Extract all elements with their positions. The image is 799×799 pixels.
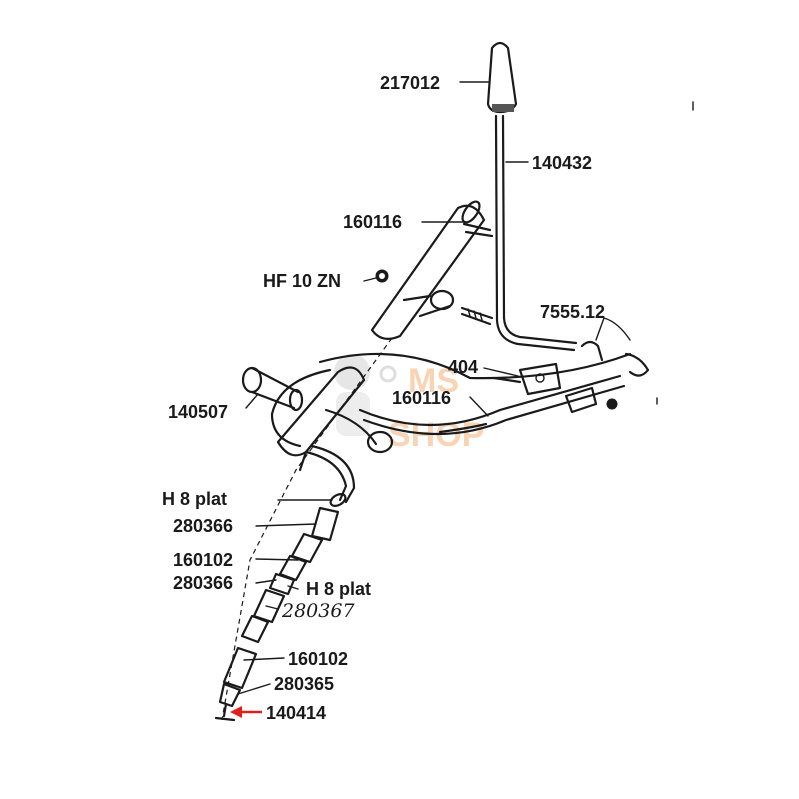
label-lever-rod: 140432 xyxy=(532,153,592,173)
label-washer-top: H 8 plat xyxy=(162,489,227,509)
label-cable-end: 140414 xyxy=(266,703,326,723)
label-sleeve-mid: 280366 xyxy=(173,573,233,593)
watermark-mascot-icon xyxy=(334,354,397,436)
highlight-arrow-icon xyxy=(230,706,262,718)
label-pin-mid: 160116 xyxy=(392,388,451,408)
assembly-axis-line xyxy=(221,337,393,721)
label-handle-knob: 217012 xyxy=(380,73,440,93)
label-pivot-bolt: 140507 xyxy=(168,402,228,422)
pivot-bolt-part xyxy=(241,366,304,412)
label-nut: HF 10 ZN xyxy=(263,271,341,291)
cable-assembly-part xyxy=(214,493,347,722)
label-tube-bottom: 160102 xyxy=(288,649,348,669)
bracket-part xyxy=(492,362,598,414)
edge-tick xyxy=(656,101,694,405)
lever-bolt-part xyxy=(460,306,494,326)
label-bracket: 404 xyxy=(448,357,478,377)
label-sleeve-top: 280366 xyxy=(173,516,233,536)
label-tube-top: 160102 xyxy=(173,550,233,570)
lever-rod-part xyxy=(494,114,578,352)
linkage-arm-part xyxy=(270,352,632,448)
cable-part xyxy=(304,422,488,504)
label-pin-top: 160116 xyxy=(343,212,402,232)
label-clip: 7555.12 xyxy=(540,302,605,322)
label-sleeve-bottom: 280365 xyxy=(274,674,334,694)
handle-knob-part xyxy=(486,41,518,114)
clip-part xyxy=(580,340,650,410)
label-washer-mid: H 8 plat xyxy=(306,579,371,599)
leader-lines xyxy=(237,81,631,695)
label-sleeve-hand: 280367 xyxy=(281,600,355,622)
